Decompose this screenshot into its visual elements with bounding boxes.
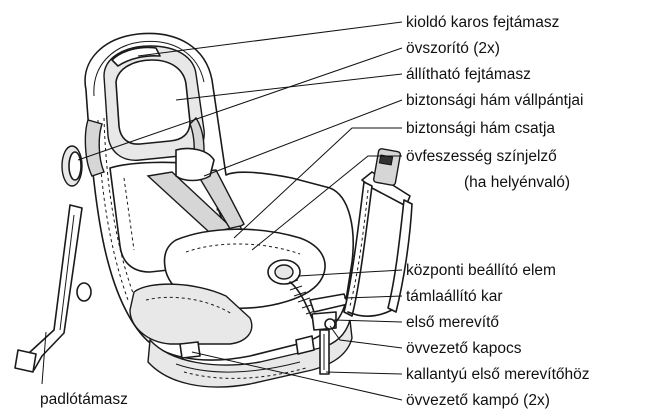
floor-support-leg (15, 205, 91, 372)
label-front-brace-handle: kallantyú első merevítőhöz (406, 366, 590, 383)
label-recline-lever: támlaállító kar (406, 288, 502, 305)
label-belt-guide-hook: övvezető kampó (2x) (406, 392, 550, 409)
label-harness-buckle: biztonsági hám csatja (406, 120, 555, 137)
label-adjustable-headrest: állítható fejtámasz (406, 66, 531, 83)
label-front-brace: első merevítő (406, 314, 499, 331)
belt-frame (344, 148, 412, 316)
label-belt-tension-indicator-note: (ha helyénvaló) (464, 174, 570, 191)
label-belt-tension-indicator: övfeszesség színjelző (406, 148, 557, 165)
label-belt-guide-clip: övvezető kapocs (406, 340, 522, 357)
label-belt-tensioner: övszorító (2x) (406, 40, 500, 57)
label-headrest-release-lever: kioldó karos fejtámasz (406, 14, 559, 31)
car-seat-illustration (15, 33, 412, 387)
label-harness-shoulder-straps: biztonsági hám vállpántjai (406, 92, 584, 109)
label-floor-support: padlótámasz (40, 391, 128, 408)
label-central-adjuster: központi beállító elem (406, 262, 556, 279)
belt-tensioner-knob (62, 146, 82, 186)
